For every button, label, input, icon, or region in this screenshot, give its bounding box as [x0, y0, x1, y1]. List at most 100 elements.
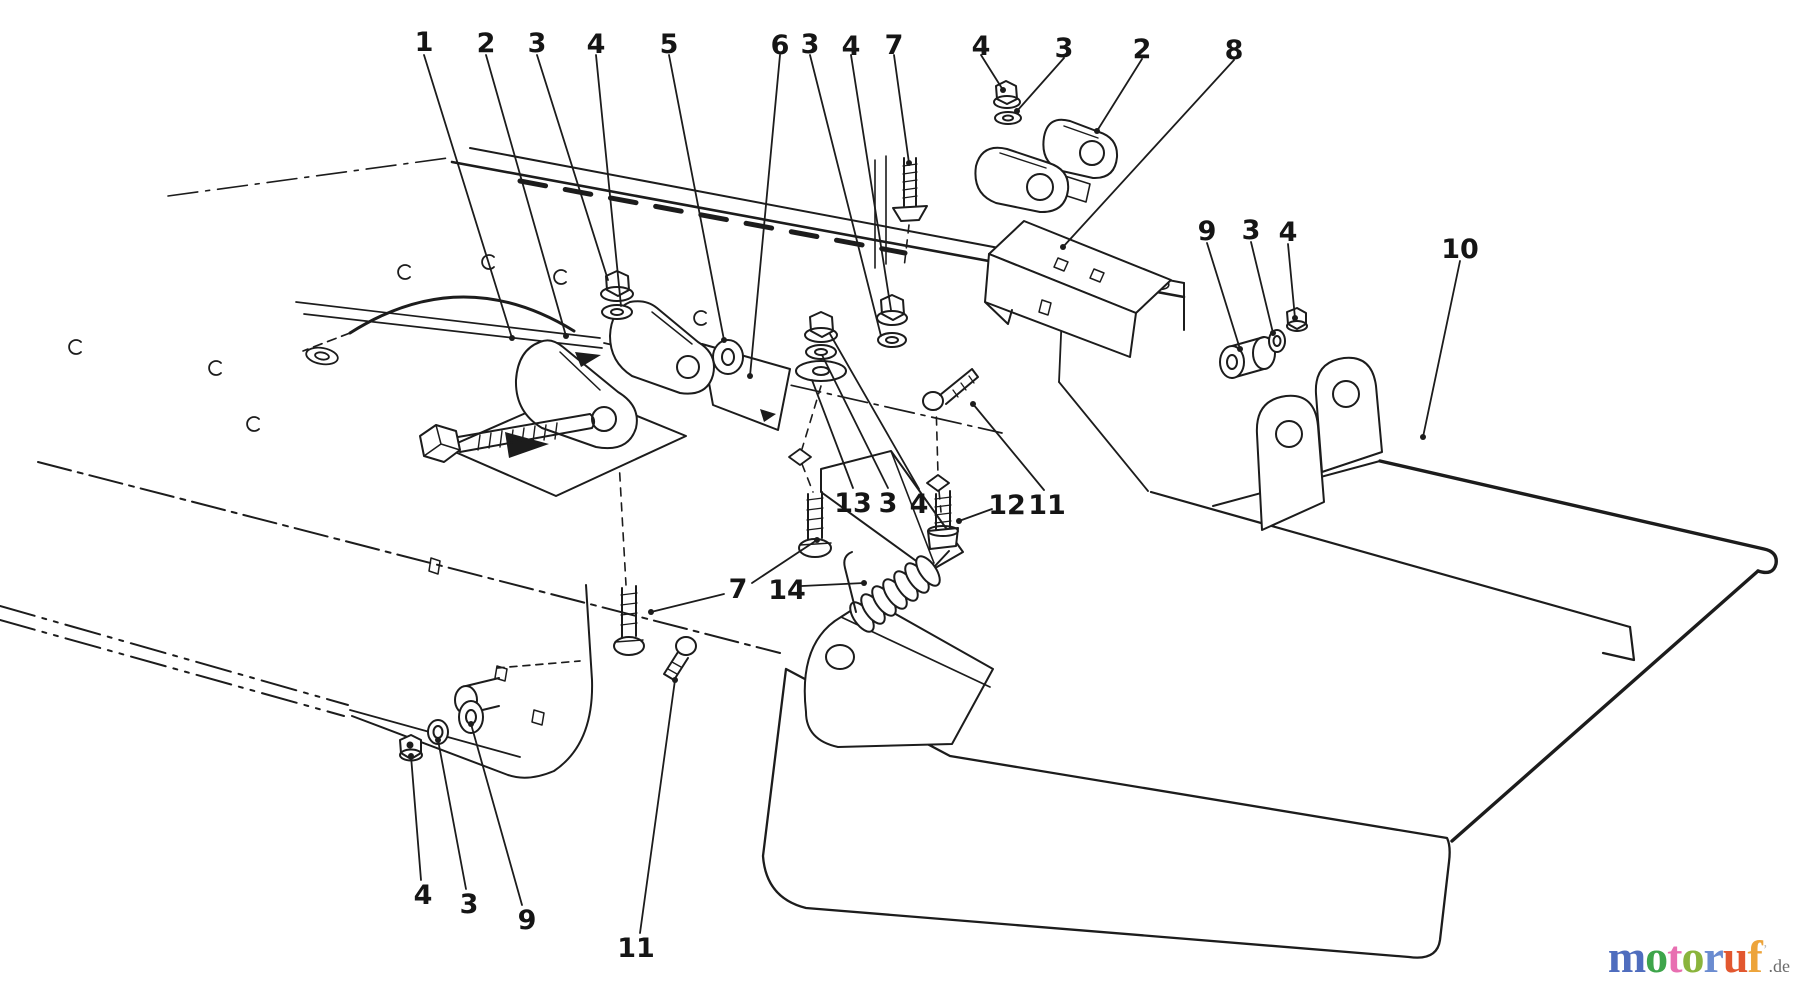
part-number-label: 4 [587, 29, 606, 60]
part-number-label: 3 [1055, 33, 1074, 64]
latch-spring [843, 550, 950, 633]
square-hole [926, 474, 950, 492]
watermark-letter: u [1722, 931, 1749, 982]
latch-hole [825, 644, 855, 670]
part-number-label: 1 [415, 27, 434, 58]
nut-flange [804, 327, 838, 343]
leader-line [850, 54, 892, 311]
part-number-label: 4 [414, 880, 433, 911]
leader-dot [509, 335, 515, 341]
side-panel-edge-upper [0, 605, 349, 706]
leader-dot [672, 677, 678, 683]
dashed-dropper [903, 224, 910, 269]
rivet-hole [553, 269, 567, 285]
part-number-label: 6 [771, 30, 790, 61]
carriage-bolt-11 [922, 368, 979, 411]
leader-dot [1060, 244, 1066, 250]
bracket-hole [591, 406, 617, 432]
bolt-threads [934, 496, 952, 524]
part-number-label: 14 [768, 575, 806, 606]
lock-washer-hole [1002, 114, 1014, 122]
rivet-hole [397, 264, 411, 280]
hex-bolt-facets [423, 424, 461, 457]
deck-right-edge [1058, 381, 1149, 492]
leader-line [1206, 242, 1241, 350]
dashed-dropper [935, 401, 939, 476]
hex-bolt-12 [927, 490, 959, 550]
lock-washer-hole [610, 308, 624, 316]
leader-dot [648, 609, 654, 615]
bracket-fold-line [1063, 125, 1099, 139]
part-number-label: 9 [1198, 216, 1217, 247]
rivet-hole [68, 339, 82, 355]
leader-line [437, 739, 467, 890]
plate-fold-line [1149, 490, 1632, 629]
bracket-fold-line [999, 152, 1047, 169]
latch-assembly [803, 550, 994, 748]
leader-dot [1420, 434, 1426, 440]
leader-line [595, 54, 622, 307]
leader-dot [1094, 128, 1100, 134]
deflector-hinge [1219, 307, 1383, 531]
leader-dot [1237, 346, 1243, 352]
watermark-wordmark: motoruf [1608, 931, 1763, 982]
side-panel [0, 557, 594, 779]
lock-washer [994, 111, 1022, 125]
leader-line [668, 54, 725, 341]
leader-line [1016, 57, 1065, 112]
bracket-hole [1026, 173, 1054, 201]
hinge-hole [1275, 420, 1303, 448]
bolt-shaft [939, 368, 979, 405]
nut-flange [993, 95, 1021, 109]
leader-line [801, 582, 865, 587]
hinge-tab-front [1255, 394, 1325, 531]
bail-bracket [820, 450, 964, 572]
fastener-stack-a [600, 270, 634, 320]
lock-washer-hole [814, 348, 828, 356]
nut-flange [600, 286, 634, 302]
plate-step-notch [1601, 625, 1636, 662]
plate-right-edge [1450, 569, 1760, 843]
channel-front-face [984, 253, 1137, 358]
part-number-label: 3 [528, 28, 547, 59]
channel-square-holes [1053, 257, 1105, 283]
side-panel-slots [428, 557, 545, 726]
part-number-label: 5 [660, 29, 679, 60]
side-panel-edge-lower [0, 619, 345, 717]
watermark-letter: o [1645, 931, 1668, 982]
support-rail-shadow [517, 178, 908, 256]
panel-arrow-mark [505, 432, 549, 458]
square-hole [788, 448, 812, 466]
part-number-label: 4 [972, 31, 991, 62]
spring-hook-wire [843, 551, 857, 613]
leader-line [470, 723, 523, 906]
leader-dot [747, 373, 753, 379]
lower-bolts [613, 491, 832, 681]
lock-washer [877, 332, 907, 348]
lower-fastener-group [399, 677, 500, 762]
deck-rear-edge-upper [295, 301, 601, 339]
part-number-label: 3 [1242, 215, 1261, 246]
bushing-face [458, 700, 484, 734]
bolt-7-shaft [621, 585, 637, 639]
deck-rear-corner-line [167, 157, 449, 197]
spacer-bushing-hole [1226, 354, 1238, 370]
fastener-stack-c [795, 311, 847, 382]
part-number-label: 12 [988, 490, 1026, 521]
bolt-head [922, 391, 944, 411]
leader-dot [721, 337, 727, 343]
leader-dot [408, 753, 414, 759]
spacer-bushing-face [1219, 345, 1245, 379]
bolt-head [927, 527, 959, 550]
leader-line [821, 354, 889, 489]
flathead-screw-head [892, 205, 928, 222]
screw-11-head [675, 636, 697, 656]
discharge-chute [761, 667, 1451, 959]
part-number-label: 4 [1279, 217, 1298, 248]
leader-line [751, 539, 818, 584]
leader-dot [563, 333, 569, 339]
leader-line [958, 508, 993, 522]
watermark-letter: r [1703, 931, 1723, 982]
flat-washer [712, 339, 744, 375]
